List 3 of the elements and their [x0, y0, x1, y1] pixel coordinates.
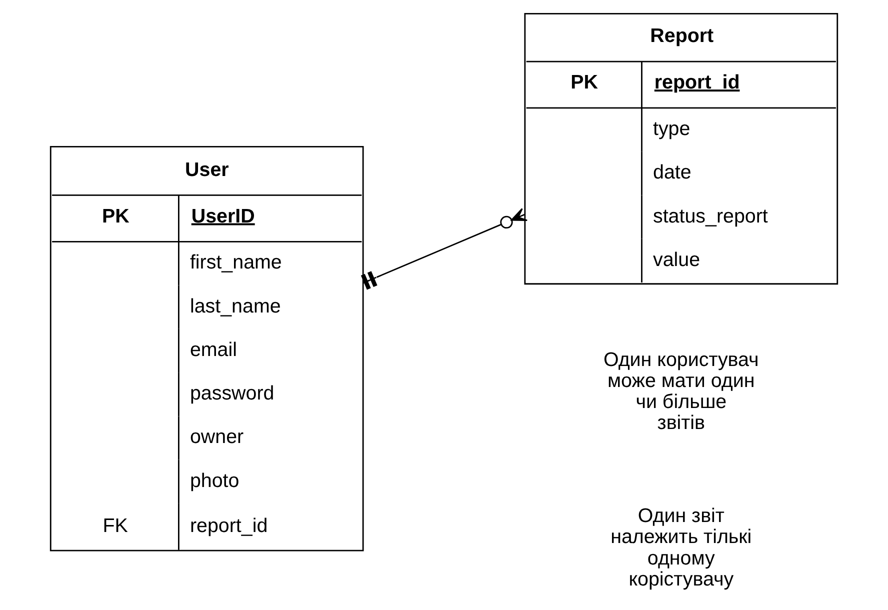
label: Один звіт належить тількі одному корістувачу [610, 505, 752, 590]
connector [360, 208, 528, 290]
label: Один користувач може мати один чи більше звітів [603, 348, 759, 434]
